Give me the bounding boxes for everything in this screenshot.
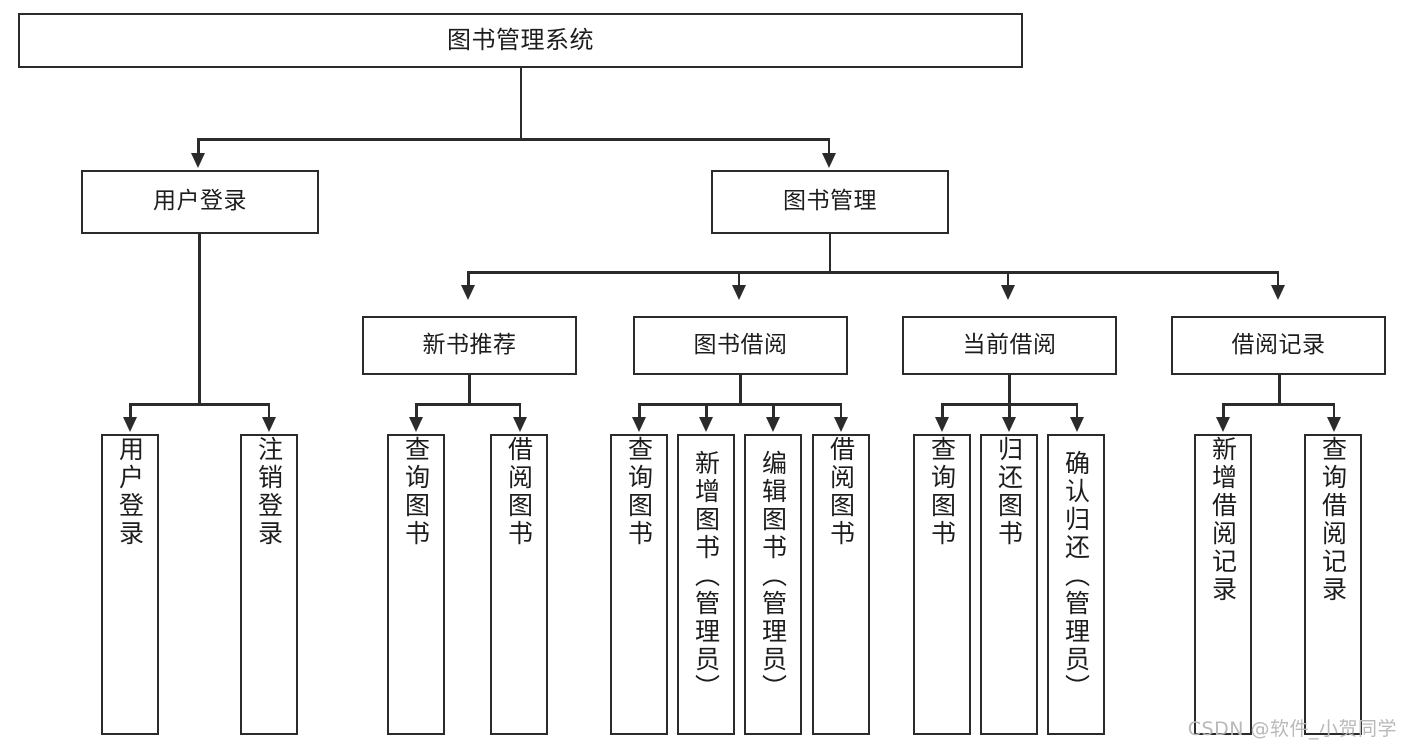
arrow-borrow-leaf-3 (765, 417, 780, 432)
arrow-records-leaf-2 (1326, 417, 1341, 432)
node-leaf-query-borrow-record-label: 查询借阅记录 (1318, 436, 1348, 604)
connector-current-drop-3 (1075, 403, 1079, 419)
node-book-management[interactable]: 图书管理 (711, 170, 949, 234)
node-current-borrow[interactable]: 当前借阅 (902, 316, 1117, 375)
node-leaf-query-book-1-label: 查询图书 (401, 436, 431, 548)
node-leaf-query-book-2[interactable]: 查询图书 (610, 434, 668, 735)
arrow-login-leaf-2 (261, 417, 276, 432)
connector-bookmgr-drop-3 (1006, 271, 1010, 287)
arrow-current-leaf-3 (1069, 417, 1084, 432)
arrow-current-leaf-1 (934, 417, 949, 432)
connector-records-bus (1222, 403, 1335, 406)
node-leaf-edit-book-admin[interactable]: 编辑图书（管理员） (744, 434, 802, 735)
connector-bookmgr-drop-2 (737, 271, 741, 287)
node-leaf-query-borrow-record[interactable]: 查询借阅记录 (1304, 434, 1362, 735)
arrow-newbook-leaf-1 (408, 417, 423, 432)
node-leaf-confirm-return-admin-label: 确认归还（管理员） (1061, 450, 1091, 702)
arrow-newbook-leaf-2 (512, 417, 527, 432)
connector-borrow-drop-3 (772, 403, 775, 419)
connector-borrow-drop-4 (839, 403, 843, 419)
node-leaf-logout-label: 注销登录 (254, 436, 284, 548)
connector-root-stem (519, 67, 523, 140)
node-borrow-records[interactable]: 借阅记录 (1171, 316, 1386, 375)
node-user-login[interactable]: 用户登录 (81, 170, 319, 234)
connector-bookmgr-drop-1 (467, 271, 470, 287)
arrow-login-leaf-1 (122, 417, 137, 432)
arrow-bookmgr-current (1000, 285, 1015, 300)
connector-login-drop-2 (267, 403, 271, 419)
node-leaf-query-book-3-label: 查询图书 (927, 436, 957, 548)
node-borrow-records-label: 借阅记录 (1231, 331, 1326, 358)
node-leaf-add-borrow-record[interactable]: 新增借阅记录 (1194, 434, 1252, 735)
connector-borrow-drop-2 (705, 403, 708, 419)
arrow-root-to-login (190, 153, 205, 168)
connector-records-drop-2 (1332, 403, 1336, 419)
node-leaf-edit-book-admin-label: 编辑图书（管理员） (758, 450, 788, 702)
connector-current-drop-1 (941, 403, 944, 419)
connector-records-stem (1278, 375, 1281, 405)
node-leaf-query-book-3[interactable]: 查询图书 (913, 434, 971, 735)
node-leaf-borrow-book-2[interactable]: 借阅图书 (812, 434, 870, 735)
node-leaf-borrow-book-1[interactable]: 借阅图书 (490, 434, 548, 735)
arrow-borrow-leaf-1 (631, 417, 646, 432)
node-root-label: 图书管理系统 (447, 26, 594, 55)
node-leaf-query-book-1[interactable]: 查询图书 (387, 434, 445, 735)
node-leaf-user-login[interactable]: 用户登录 (101, 434, 159, 735)
node-leaf-add-book-admin[interactable]: 新增图书（管理员） (677, 434, 735, 735)
watermark-text: CSDN @软件_小贺同学 (1187, 718, 1397, 740)
connector-current-stem (1008, 375, 1011, 405)
connector-newbook-bus (415, 403, 521, 406)
arrow-borrow-leaf-4 (833, 417, 848, 432)
node-root[interactable]: 图书管理系统 (18, 13, 1023, 68)
node-user-login-label: 用户登录 (153, 188, 247, 215)
connector-login-drop-1 (129, 403, 132, 419)
node-current-borrow-label: 当前借阅 (962, 331, 1057, 358)
node-leaf-query-book-2-label: 查询图书 (624, 436, 654, 548)
connector-root-to-bookmgr-drop (827, 138, 831, 156)
node-leaf-logout[interactable]: 注销登录 (240, 434, 298, 735)
node-leaf-confirm-return-admin[interactable]: 确认归还（管理员） (1047, 434, 1105, 735)
node-book-management-label: 图书管理 (783, 188, 877, 215)
node-book-borrow[interactable]: 图书借阅 (633, 316, 848, 375)
connector-borrow-bus (638, 403, 841, 406)
arrow-bookmgr-records (1270, 285, 1285, 300)
connector-borrow-drop-1 (638, 403, 641, 419)
node-leaf-borrow-book-2-label: 借阅图书 (826, 436, 856, 548)
connector-newbook-drop-1 (415, 403, 418, 419)
node-leaf-add-book-admin-label: 新增图书（管理员） (691, 450, 721, 702)
node-leaf-user-login-label: 用户登录 (115, 436, 145, 548)
connector-root-bus (197, 138, 829, 141)
node-leaf-borrow-book-1-label: 借阅图书 (504, 436, 534, 548)
connector-borrow-stem (739, 375, 742, 405)
connector-bookmgr-bus (467, 271, 1279, 274)
connector-records-drop-1 (1222, 403, 1225, 419)
arrow-current-leaf-2 (1001, 417, 1016, 432)
arrow-records-leaf-1 (1215, 417, 1230, 432)
node-leaf-return-book-label: 归还图书 (994, 436, 1024, 548)
arrow-borrow-leaf-2 (698, 417, 713, 432)
node-new-book-recommend[interactable]: 新书推荐 (362, 316, 577, 375)
arrow-bookmgr-borrow (731, 285, 746, 300)
connector-root-to-login-drop (197, 138, 200, 156)
connector-newbook-stem (468, 375, 471, 405)
connector-newbook-drop-2 (518, 403, 522, 419)
node-leaf-return-book[interactable]: 归还图书 (980, 434, 1038, 735)
connector-current-drop-2 (1008, 403, 1011, 419)
arrow-root-to-bookmgr (821, 153, 836, 168)
connector-login-stem (198, 233, 201, 405)
node-new-book-recommend-label: 新书推荐 (422, 331, 517, 358)
arrow-bookmgr-newbook (460, 285, 475, 300)
node-leaf-add-borrow-record-label: 新增借阅记录 (1208, 436, 1238, 604)
connector-bookmgr-drop-4 (1276, 271, 1280, 287)
connector-login-bus (129, 403, 269, 406)
node-book-borrow-label: 图书借阅 (693, 331, 788, 358)
connector-bookmgr-stem (828, 233, 832, 273)
